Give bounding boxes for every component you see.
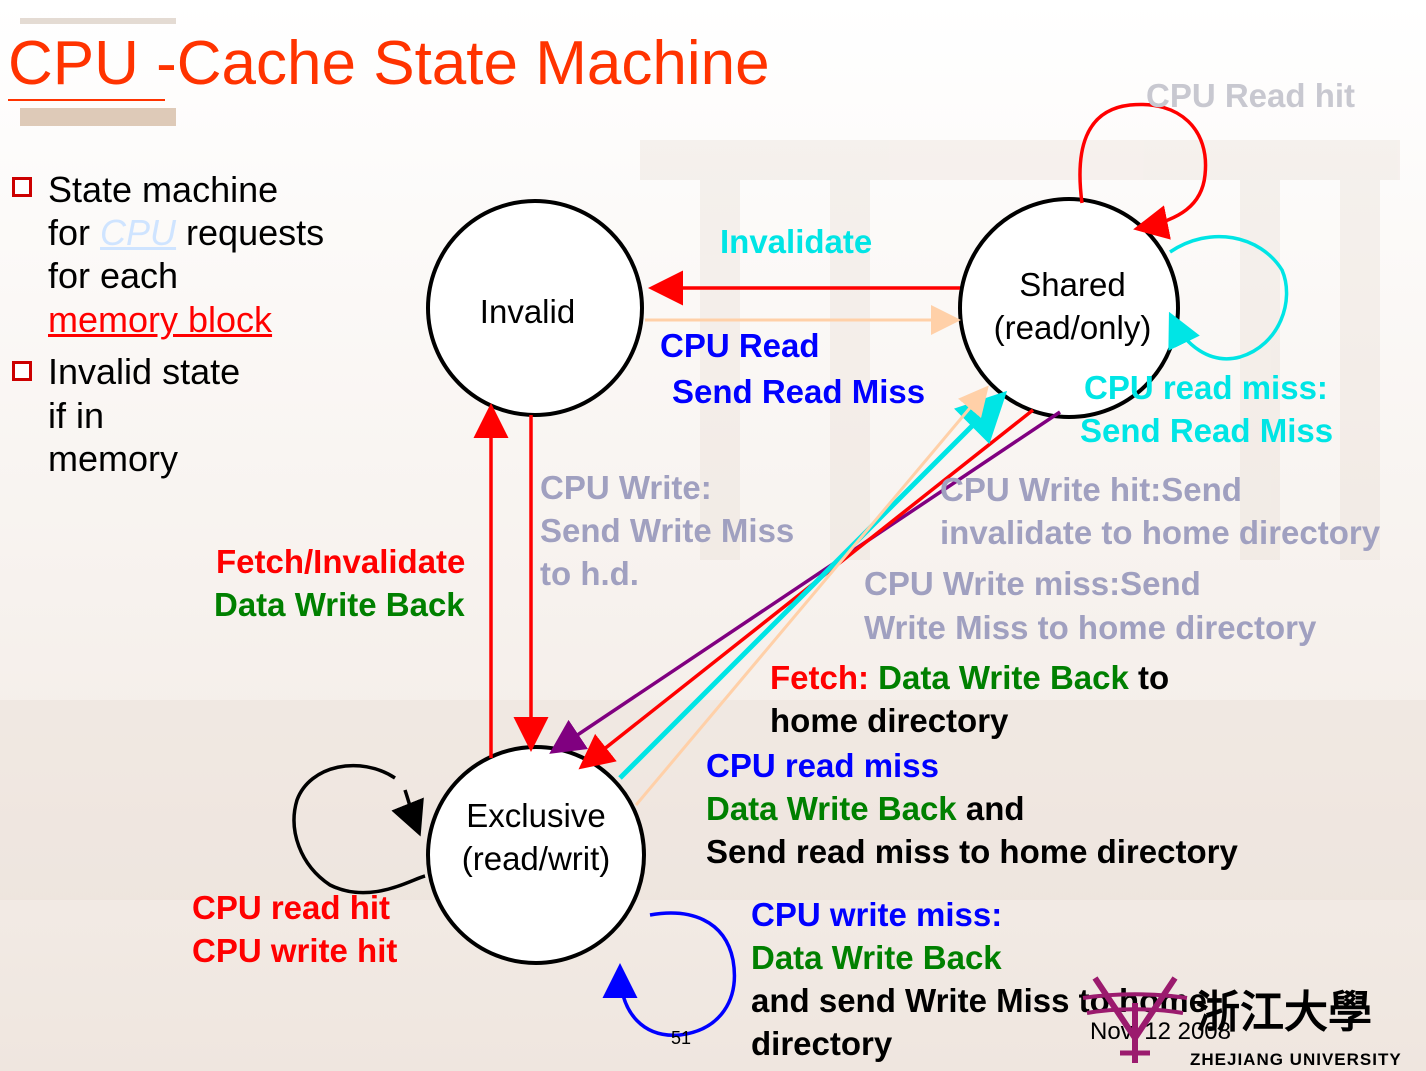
label-write-hit-send: CPU Write hit:Send bbox=[940, 471, 1242, 508]
label-send-write-miss: Send Write Miss bbox=[540, 512, 795, 549]
label-home-directory: home directory bbox=[770, 702, 1009, 739]
label-cpu-write-hit: CPU write hit bbox=[192, 932, 398, 969]
label-write-miss-send: CPU Write miss:Send bbox=[864, 565, 1201, 602]
label-cpu-read-miss: CPU read miss bbox=[706, 747, 939, 784]
bullet-2-line-2: if in bbox=[48, 395, 105, 436]
label-send-read-miss-home: Send read miss to home directory bbox=[706, 833, 1238, 870]
footer-date: Nov. 12 2008 bbox=[1090, 1018, 1231, 1045]
loop-exclusive-hit bbox=[292, 763, 425, 895]
bullet-1-line-3: for each bbox=[48, 255, 179, 296]
bullet-1-line-1: State machine bbox=[48, 169, 279, 210]
memory-block-link[interactable]: memory block bbox=[48, 299, 273, 340]
label-cpu-read-miss-shared: CPU read miss: bbox=[1084, 369, 1328, 406]
label-send-read-miss: Send Read Miss bbox=[672, 373, 926, 410]
label-send-read-miss-shared: Send Read Miss bbox=[1080, 412, 1334, 449]
arrow-exclusive-to-shared-peach bbox=[634, 385, 989, 806]
label-invalidate-home: invalidate to home directory bbox=[940, 514, 1381, 551]
title-underline bbox=[8, 99, 165, 101]
arrow-shared-to-exclusive-purple bbox=[549, 410, 1061, 754]
label-fetch-invalidate: Fetch/Invalidate bbox=[216, 543, 466, 580]
label-cpu-write-miss: CPU write miss: bbox=[751, 896, 1003, 933]
label-cpu-write: CPU Write: bbox=[540, 469, 712, 506]
label-directory: directory bbox=[751, 1025, 893, 1062]
exclusive-state-label-line2: (read/writ) bbox=[461, 840, 611, 877]
invalid-state-circle bbox=[426, 199, 644, 417]
shared-state-label-line1: Shared bbox=[1019, 266, 1126, 303]
label-cpu-read: CPU Read bbox=[660, 327, 820, 364]
arrow-exclusive-to-shared-cyan bbox=[618, 390, 1008, 780]
logo-university-name: ZHEJIANG UNIVERSITY bbox=[1190, 1050, 1402, 1069]
bullet-1-marker bbox=[12, 177, 32, 197]
invalid-state-label: Invalid bbox=[479, 293, 576, 330]
label-invalidate: Invalidate bbox=[720, 223, 873, 260]
page-number: 51 bbox=[671, 1028, 692, 1048]
page-title: CPU -Cache State Machine bbox=[8, 29, 770, 98]
zhejiang-logo-emblem bbox=[1082, 976, 1188, 1063]
loop-shared-read-miss bbox=[1168, 234, 1289, 361]
label-to-hd: to h.d. bbox=[540, 555, 639, 592]
label-cpu-read-hit: CPU read hit bbox=[192, 889, 391, 926]
label-and-send-write-miss: and send Write Miss to home bbox=[751, 982, 1207, 1019]
label-cpu-read-hit-top: CPU Read hit bbox=[1146, 77, 1356, 114]
label-dwb-and: Data Write Back and bbox=[706, 790, 1025, 827]
bullet-2-line-3: memory bbox=[48, 438, 179, 479]
bullet-2-line-1: Invalid state bbox=[48, 351, 241, 392]
bullet-1-line-2: for CPU requests bbox=[48, 212, 325, 253]
loop-exclusive-write-miss bbox=[602, 911, 736, 1037]
label-write-miss-home: Write Miss to home directory bbox=[864, 609, 1317, 646]
logo-chinese-name: 浙江大學 bbox=[1196, 987, 1372, 1038]
label-data-write-back: Data Write Back bbox=[214, 586, 465, 623]
shared-state-label-line2: (read/only) bbox=[993, 309, 1152, 346]
exclusive-state-label-line1: Exclusive bbox=[466, 797, 606, 834]
loop-shared-read-hit bbox=[1078, 102, 1208, 240]
bullet-2-marker bbox=[12, 361, 32, 381]
label-dwb-write-miss: Data Write Back bbox=[751, 939, 1002, 976]
cpu-link[interactable]: CPU bbox=[100, 212, 177, 253]
label-fetch-line: Fetch: Data Write Back to bbox=[770, 659, 1170, 696]
